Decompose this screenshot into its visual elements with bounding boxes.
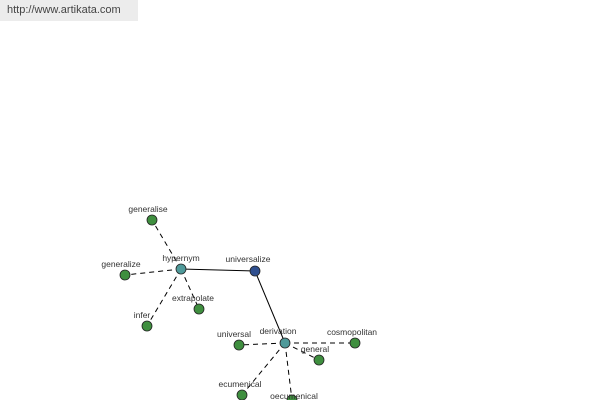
node-infer[interactable] [141, 320, 153, 332]
edge-hypernym-extrapolate [180, 268, 200, 310]
edge-center-derivation [254, 270, 286, 344]
label-cosmopolitan: cosmopolitan [327, 327, 377, 337]
edge-hypernym-generalize [124, 268, 182, 276]
label-universal: universal [217, 329, 251, 339]
label-infer: infer [134, 310, 151, 320]
label-general: general [301, 344, 329, 354]
label-generalise: generalise [128, 204, 167, 214]
node-generalize[interactable] [119, 269, 131, 281]
edge-derivation-general [284, 342, 320, 361]
label-ecumenical: ecumenical [219, 379, 262, 389]
labels: universalize hypernym derivation generalise… [101, 204, 377, 400]
node-center-universalize[interactable] [249, 265, 261, 277]
label-derivation: derivation [260, 326, 297, 336]
nodes [119, 214, 361, 400]
label-generalize: generalize [101, 259, 140, 269]
node-ecumenical[interactable] [236, 389, 248, 400]
node-generalise[interactable] [146, 214, 158, 226]
edge-derivation-ecumenical [241, 342, 286, 396]
node-hypernym[interactable] [175, 263, 187, 275]
label-oecumenical: oecumenical [270, 391, 318, 400]
node-extrapolate[interactable] [193, 303, 205, 315]
label-extrapolate: extrapolate [172, 293, 214, 303]
node-oecumenical[interactable] [286, 394, 298, 400]
edges [124, 219, 355, 400]
node-general[interactable] [313, 354, 325, 366]
edge-hypernym-infer [146, 268, 182, 327]
edge-center-hypernym [180, 268, 256, 272]
node-universal[interactable] [233, 339, 245, 351]
node-cosmopolitan[interactable] [349, 337, 361, 349]
node-derivation[interactable] [279, 337, 291, 349]
label-hypernym: hypernym [162, 253, 199, 263]
edge-derivation-oecumenical [284, 342, 293, 400]
edge-hypernym-generalise [151, 219, 182, 270]
source-url: http://www.artikata.com [0, 0, 138, 21]
label-universalize: universalize [226, 254, 271, 264]
edge-derivation-universal [238, 342, 286, 346]
